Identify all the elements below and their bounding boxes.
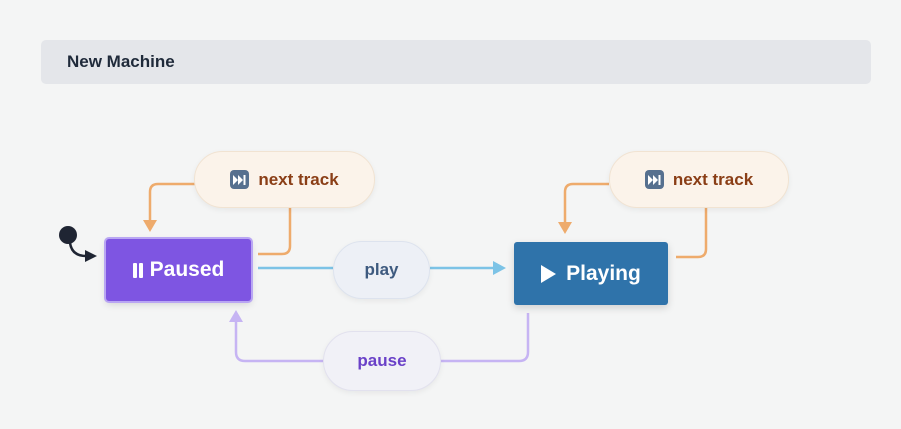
play-icon (541, 264, 557, 283)
edge-pause-in (234, 321, 323, 363)
edge-next-track-paused-arrowhead (143, 220, 157, 232)
machine-title: New Machine (67, 52, 175, 71)
state-playing-label: Playing (566, 261, 641, 285)
state-paused-label: Paused (149, 258, 225, 281)
edge-next-track-paused-out (258, 208, 292, 256)
edge-pause-arrowhead (229, 310, 243, 322)
edge-pause-out (441, 313, 530, 363)
next-track-label-playing: next track (672, 169, 754, 189)
next-track-event-paused[interactable]: next track (194, 151, 375, 208)
initial-state-dot (59, 226, 77, 244)
pause-event[interactable]: pause (323, 331, 441, 391)
edge-next-track-playing-out (676, 208, 708, 259)
edge-play-arrowhead (493, 261, 506, 275)
initial-state-arrow (68, 242, 87, 258)
pause-icon (132, 262, 137, 278)
edge-next-track-playing-arrowhead (558, 222, 572, 234)
next-track-event-playing[interactable]: next track (609, 151, 789, 208)
state-playing[interactable]: Playing (514, 242, 668, 305)
state-paused[interactable]: Paused (106, 239, 251, 301)
next-track-icon (230, 170, 250, 189)
edge-next-track-paused-in (148, 182, 196, 222)
edge-next-track-playing-in (563, 182, 609, 224)
play-event-label: play (364, 260, 399, 279)
play-event[interactable]: play (333, 241, 430, 299)
initial-state-arrowhead (85, 250, 97, 262)
machine-header[interactable]: New Machine (41, 40, 871, 84)
next-track-icon (644, 170, 664, 189)
next-track-label-paused: next track (258, 169, 339, 189)
pause-event-label: pause (357, 351, 407, 370)
